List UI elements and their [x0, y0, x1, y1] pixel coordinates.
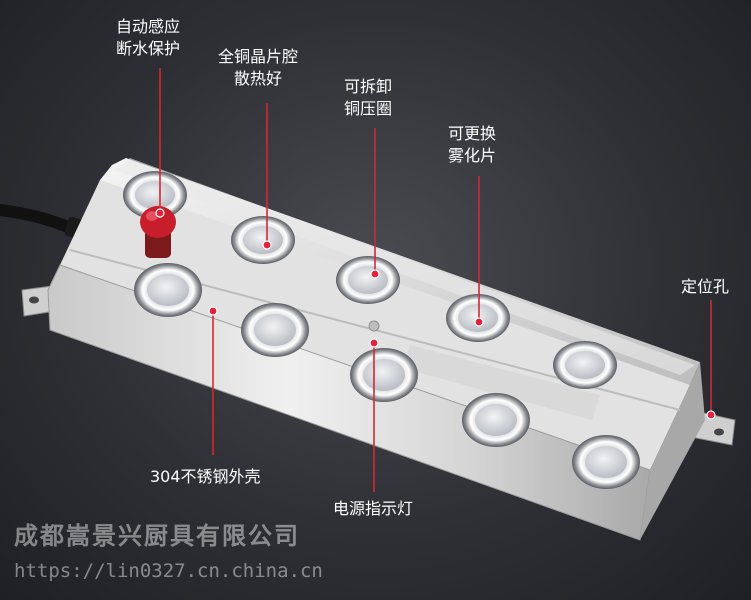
- callout-positioning-hole: 定位孔: [681, 277, 730, 296]
- callout-stainless-shell: 304不锈钢外壳: [150, 467, 261, 486]
- disc: [231, 216, 295, 264]
- disc: [350, 348, 418, 402]
- callout-replaceable-disc: 可更换雾化片: [448, 124, 497, 165]
- power-indicator-light: [368, 320, 380, 332]
- disc: [134, 263, 202, 317]
- watermark-company: 成都嵩景兴厨具有限公司: [14, 522, 300, 550]
- disc: [572, 435, 640, 489]
- disc: [462, 393, 530, 447]
- atomizer-discs: [123, 171, 640, 489]
- water-level-float-sensor: [140, 206, 176, 258]
- callout-removable-ring: 可拆卸铜压圈: [344, 77, 393, 118]
- callout-lines: [159, 68, 712, 492]
- callout-auto-water-cutoff: 自动感应断水保护: [116, 17, 181, 58]
- disc: [553, 341, 617, 389]
- disc: [336, 256, 400, 304]
- disc: [123, 171, 187, 219]
- callout-copper-cavity: 全铜晶片腔散热好: [218, 47, 299, 88]
- callout-markers: [155, 208, 716, 420]
- disc: [241, 303, 309, 357]
- callout-power-indicator: 电源指示灯: [333, 499, 414, 518]
- watermark-url: https://lin0327.cn.china.cn: [14, 560, 323, 582]
